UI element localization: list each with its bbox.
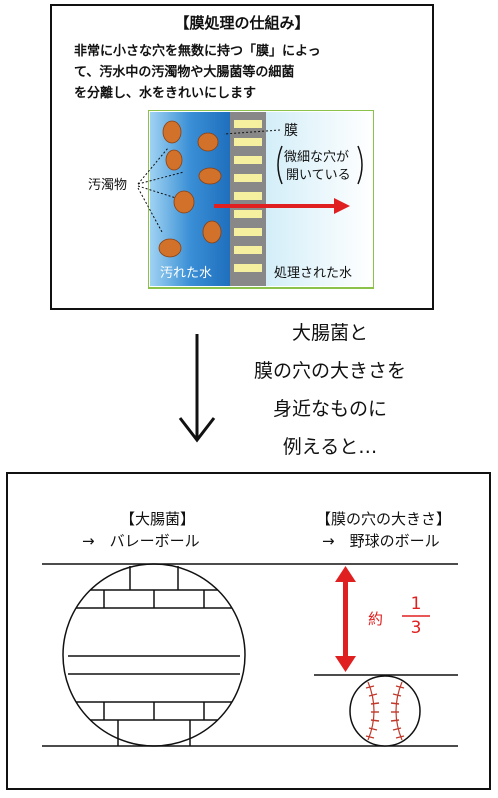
down-arrow-icon bbox=[178, 334, 216, 443]
baseball-icon bbox=[349, 675, 421, 747]
membrane-label: 膜 bbox=[284, 123, 298, 139]
ratio-prefix: 約 bbox=[368, 610, 384, 628]
description-line-3: を分離し、水をきれいにします bbox=[74, 86, 257, 101]
flow-arrow-icon bbox=[214, 198, 350, 214]
left-bracket-icon bbox=[277, 145, 283, 185]
caption-line-1: 大腸菌と bbox=[291, 322, 368, 344]
ecoli-analogy: → バレーボール bbox=[82, 532, 200, 550]
comparison-drawing bbox=[42, 563, 458, 747]
caption-line-2: 膜の穴の大きさを bbox=[253, 360, 406, 382]
holes-label-line-1: 微細な穴が bbox=[284, 150, 350, 165]
description-line-1: 非常に小さな穴を無数に持つ「膜」によっ bbox=[74, 44, 321, 59]
caption-line-4: 例えると… bbox=[282, 436, 378, 458]
membrane-mechanism-panel: 【膜処理の仕組み】 非常に小さな穴を無数に持つ「膜」によっ て、汚水中の汚濁物や… bbox=[50, 4, 434, 310]
ecoli-title: 【大腸菌】 bbox=[120, 510, 196, 528]
size-ratio-arrow-icon bbox=[335, 566, 356, 672]
ratio-numerator: 1 bbox=[410, 594, 422, 614]
treated-water-area bbox=[266, 112, 372, 286]
caption-line-3: 身近なものに bbox=[272, 398, 387, 420]
treated-water-label: 処理された水 bbox=[274, 266, 353, 281]
membrane-pointer bbox=[223, 129, 281, 135]
pollutant-pointers bbox=[137, 147, 185, 233]
ratio-denominator: 3 bbox=[410, 618, 422, 638]
membrane-wall bbox=[230, 112, 266, 286]
pollutant-label: 汚濁物 bbox=[88, 178, 128, 193]
membrane-hole-title: 【膜の穴の大きさ】 bbox=[316, 510, 452, 528]
pollutant-particles bbox=[158, 120, 222, 258]
description-line-2: て、汚水中の汚濁物や大腸菌等の細菌 bbox=[74, 65, 295, 80]
membrane-diagram bbox=[148, 110, 374, 289]
right-bracket-icon bbox=[357, 145, 363, 185]
dirty-water-label: 汚れた水 bbox=[160, 266, 213, 281]
volleyball-icon bbox=[62, 563, 246, 747]
membrane-hole-analogy: → 野球のボール bbox=[322, 532, 440, 550]
panel-title: 【膜処理の仕組み】 bbox=[174, 14, 310, 32]
holes-label-line-2: 開いている bbox=[286, 168, 351, 183]
size-comparison-panel: 【大腸菌】 → バレーボール 【膜の穴の大きさ】 → 野球のボール bbox=[6, 472, 491, 790]
